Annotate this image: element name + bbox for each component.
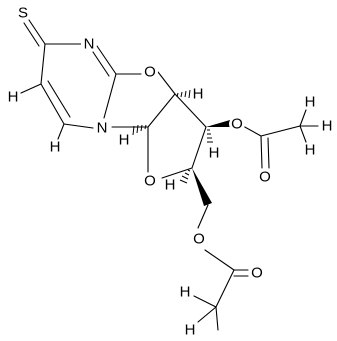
bond-c3a-c3 (174, 93, 207, 128)
bond-acetyl-c-o (260, 135, 263, 169)
bond-c2-s-double (23, 22, 40, 47)
hash-c2p-h (179, 169, 191, 184)
svg-text:O: O (259, 169, 271, 186)
wedge-c3-o (206, 120, 232, 127)
bond-ch3b-h3 (215, 306, 219, 331)
bond-c4-n1 (103, 73, 117, 119)
svg-text:O: O (231, 116, 243, 133)
hash-c7a-h (132, 124, 147, 136)
atom-n-imine: N (81, 36, 97, 53)
bond-ester-o-c (242, 125, 262, 137)
atom-h-c5: H (6, 89, 20, 106)
atom-labels: S N N O O O O O (6, 5, 334, 339)
atom-h-methyl-b1: H (178, 284, 192, 301)
svg-text:O: O (193, 231, 205, 248)
bond-c3-c2p (191, 126, 207, 169)
atom-n-ring: N (94, 120, 110, 137)
atom-h-c6: H (48, 139, 62, 156)
svg-text:S: S (18, 5, 28, 22)
wedge-c2p-c5 (192, 168, 212, 206)
atom-o-ester-5: O (191, 231, 207, 248)
bond-c2-s (28, 19, 46, 45)
atom-h-c7a: H (117, 132, 131, 149)
atom-h-c3: H (207, 145, 221, 162)
bond-ch3b-h1 (193, 295, 217, 308)
atom-h-c2p: H (163, 177, 177, 194)
stereo-hashes (132, 89, 213, 184)
atom-h-methyl-b2: H (183, 322, 197, 339)
bond-acetyl-c-o-double (267, 137, 270, 169)
svg-text:H: H (193, 86, 204, 103)
svg-text:O: O (144, 64, 156, 81)
atom-s: S (15, 5, 31, 22)
svg-text:H: H (180, 284, 191, 301)
bond-acetyl2-c-ch3 (215, 269, 235, 308)
svg-text:H: H (305, 94, 316, 111)
bond-c5-h (20, 83, 42, 94)
svg-text:H: H (305, 142, 316, 159)
svg-text:H: H (185, 322, 196, 339)
bond-c5-o (197, 204, 209, 229)
svg-text:H: H (50, 139, 61, 156)
svg-text:O: O (251, 265, 263, 282)
bond-lines (20, 19, 319, 331)
stereo-wedges (192, 120, 232, 206)
bond-c6-c5 (40, 83, 65, 125)
bond-o-acetyl-c (204, 249, 235, 271)
bond-c6-h (57, 123, 65, 140)
svg-text:N: N (97, 120, 108, 137)
bond-acetyl-c-ch3 (260, 125, 301, 137)
atom-h-methyl-a1: H (303, 94, 317, 111)
hash-c3a-h (176, 89, 191, 99)
atom-o-oxazoline: O (142, 64, 158, 81)
bond-c6-c5-double (47, 80, 71, 118)
bond-c3a-c7a (147, 93, 176, 128)
bond-ch3b-h2 (197, 306, 217, 323)
svg-text:H: H (209, 145, 220, 162)
atom-o-carbonyl-5: O (249, 265, 265, 282)
atom-h-methyl-a3: H (303, 142, 317, 159)
atom-o-carbonyl-3: O (257, 169, 273, 186)
bond-c2p-oring (161, 167, 193, 179)
bond-ch3-h1 (299, 109, 307, 127)
bond-n3-c4 (96, 45, 117, 75)
hash-c3-h (207, 129, 213, 143)
bond-n1-c6 (63, 123, 94, 129)
atom-h-c3a: H (191, 86, 205, 103)
svg-text:N: N (84, 36, 95, 53)
atom-o-furanose: O (142, 173, 158, 190)
bond-n3-c4-double (92, 51, 110, 77)
bond-ch3-h3 (299, 125, 307, 143)
bond-o-c3a (157, 71, 176, 95)
svg-text:O: O (144, 173, 156, 190)
atom-o-ester-3: O (229, 116, 245, 133)
bond-c5-c2 (40, 43, 46, 85)
svg-text:H: H (119, 132, 130, 149)
svg-text:H: H (8, 89, 19, 106)
atom-h-methyl-a2: H (320, 118, 334, 135)
svg-text:H: H (165, 177, 176, 194)
svg-text:H: H (322, 118, 333, 135)
